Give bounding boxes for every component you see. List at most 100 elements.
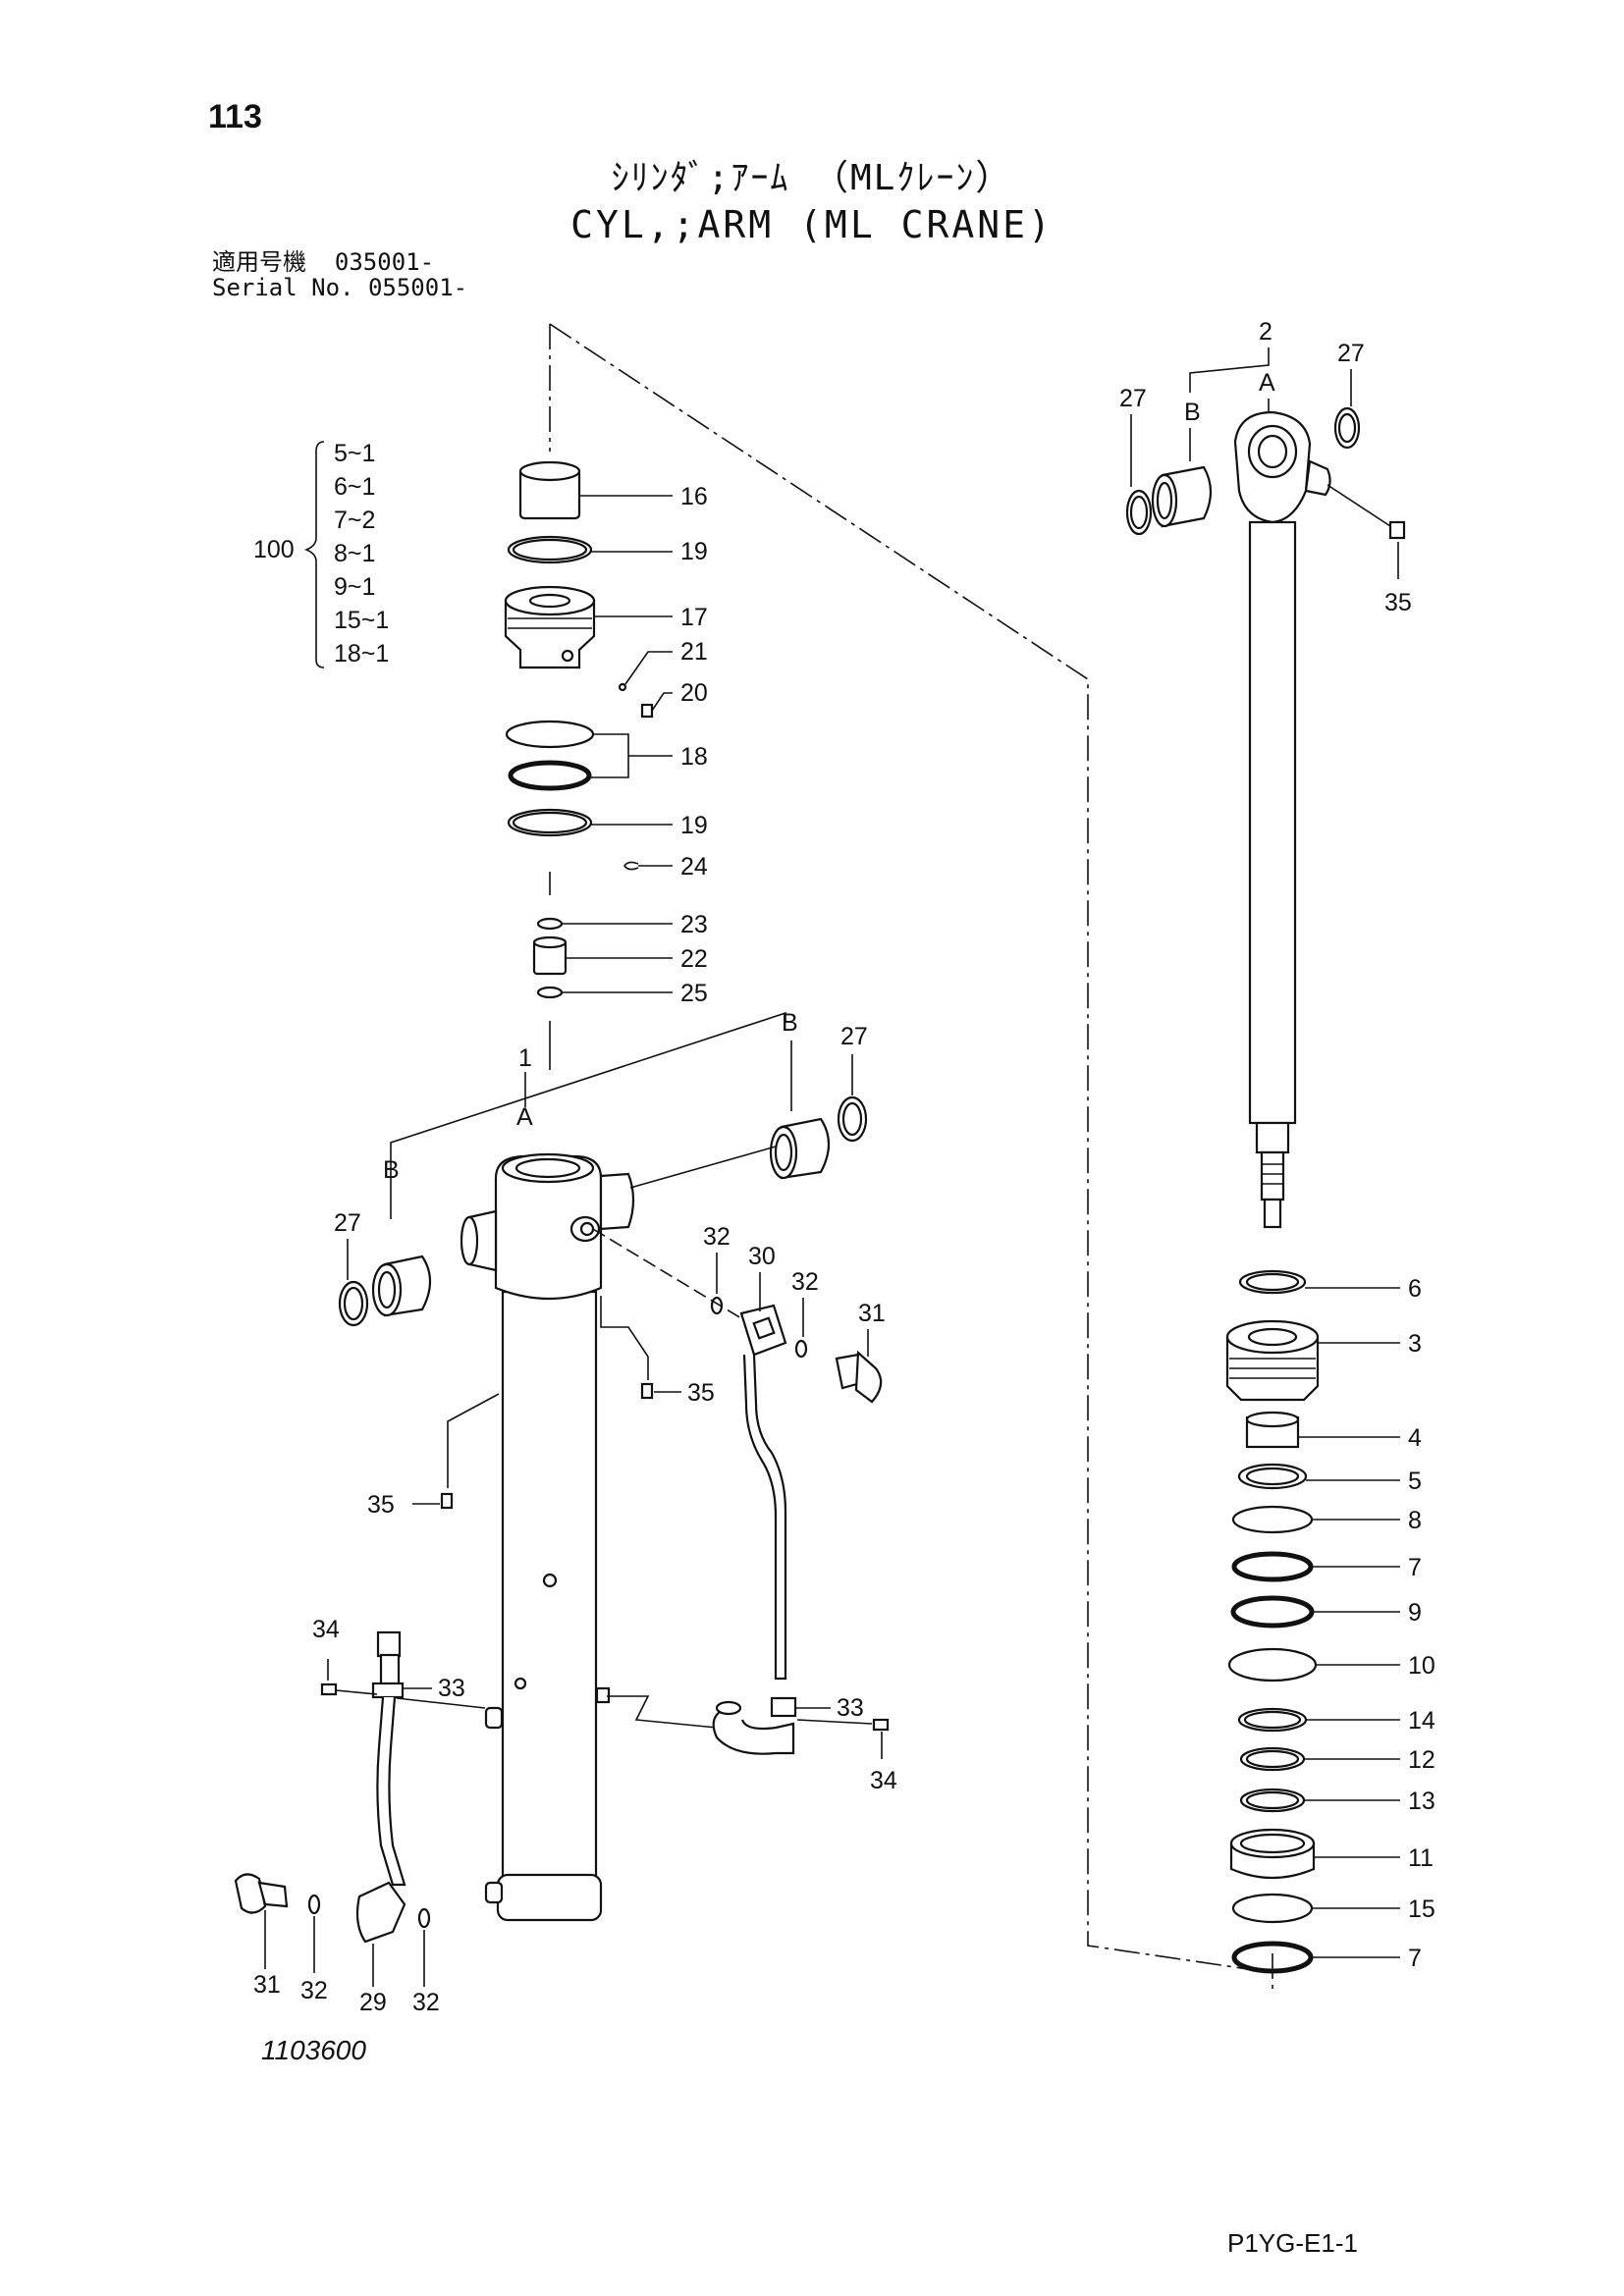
callout-7: 7 <box>1408 1945 1422 1972</box>
kit-item: 15~1 <box>334 607 389 634</box>
part-7-oring-lower <box>1231 1941 1400 1974</box>
label-b: B <box>782 1009 798 1037</box>
callout-23: 23 <box>680 911 708 938</box>
part-32-oring-b <box>794 1339 808 1359</box>
callout-15: 15 <box>1408 1896 1435 1923</box>
kit-item: 6~1 <box>334 473 375 501</box>
kit-item: 7~2 <box>334 507 375 534</box>
part-18-seal-set <box>505 720 673 791</box>
callout-31: 31 <box>253 1971 281 1999</box>
part-27-seal-top-right <box>1333 406 1361 450</box>
part-4-bushing <box>1245 1411 1400 1449</box>
callout-29: 29 <box>359 1989 387 2016</box>
callout-27: 27 <box>1119 385 1147 412</box>
callout-32: 32 <box>791 1268 819 1296</box>
part-12-ring <box>1239 1746 1400 1772</box>
part-35-fitting-top <box>1326 484 1406 579</box>
part-2-piston-rod <box>1233 410 1331 1229</box>
part-b-pin-left <box>371 1255 432 1317</box>
part-13-ring <box>1239 1788 1400 1813</box>
callout-18: 18 <box>680 743 708 771</box>
callout-20: 20 <box>680 679 708 707</box>
part-30-elbow <box>739 1304 787 1681</box>
callout-10: 10 <box>1408 1652 1435 1680</box>
part-9-ring <box>1230 1595 1400 1629</box>
callout-9: 9 <box>1408 1599 1422 1627</box>
part-23-washer <box>536 917 673 931</box>
part-34-screw-right <box>796 1718 890 1759</box>
part-35-screw-mid <box>600 1296 681 1400</box>
part-34-screw-left <box>320 1659 378 1696</box>
kit-number: 100 <box>253 536 295 563</box>
leader-2 <box>1189 347 1270 393</box>
part-31-plug-right <box>835 1350 883 1404</box>
part-25-washer <box>536 986 673 1070</box>
label-a: A <box>1259 369 1275 397</box>
callout-6: 6 <box>1408 1275 1422 1303</box>
part-14-ring <box>1237 1707 1400 1733</box>
callout-31: 31 <box>858 1300 886 1327</box>
callout-35: 35 <box>1384 589 1412 616</box>
part-22-collar <box>532 935 673 976</box>
part-20-screw <box>640 692 673 719</box>
callout-4: 4 <box>1408 1424 1422 1452</box>
kit-bracket-100: 100 5~1 6~1 7~2 8~1 9~1 15~1 18~1 <box>253 440 389 668</box>
callout-34: 34 <box>870 1767 897 1794</box>
part-32-oring-d <box>417 1907 431 1929</box>
part-7-oring-upper <box>1231 1551 1400 1582</box>
kit-item: 8~1 <box>334 540 375 567</box>
part-33-nut-right <box>712 1696 831 1755</box>
drawing-number: 1103600 <box>261 2035 366 2065</box>
callout-7: 7 <box>1408 1554 1422 1581</box>
serial-jp: 適用号機 035001- <box>212 248 435 276</box>
part-32-oring-c <box>307 1894 321 1915</box>
serial-block: 適用号機 035001-Serial No. 055001- <box>212 249 467 300</box>
pin-axis <box>629 1146 777 1189</box>
callout-27: 27 <box>1337 340 1365 367</box>
part-11-nut <box>1229 1828 1400 1880</box>
kit-item: 5~1 <box>334 440 375 467</box>
page-number: 113 <box>208 98 262 135</box>
title-english: CYL,;ARM (ML CRANE) <box>570 203 1054 246</box>
callout-25: 25 <box>680 980 708 1007</box>
callout-30: 30 <box>748 1243 776 1270</box>
callout-8: 8 <box>1408 1507 1422 1534</box>
callout-14: 14 <box>1408 1707 1435 1735</box>
part-b-pin-right <box>769 1117 831 1180</box>
callout-16: 16 <box>680 483 708 510</box>
part-8-ring <box>1231 1505 1400 1534</box>
part-27-seal-top-left <box>1125 489 1153 536</box>
callout-32: 32 <box>300 1977 328 2004</box>
label-b: B <box>383 1156 400 1184</box>
part-16-bushing <box>518 460 673 520</box>
part-21-ball <box>618 651 673 692</box>
part-32-oring-a <box>710 1296 724 1315</box>
callout-19: 19 <box>680 812 708 839</box>
callout-2: 2 <box>1259 318 1272 346</box>
part-19-ring-bottom <box>507 808 673 837</box>
callout-12: 12 <box>1408 1746 1435 1774</box>
callout-22: 22 <box>680 945 708 973</box>
label-a: A <box>516 1103 533 1131</box>
kit-item: 18~1 <box>334 640 389 667</box>
callout-32: 32 <box>412 1989 440 2016</box>
callout-34: 34 <box>312 1616 340 1643</box>
part-6-ring <box>1238 1269 1400 1295</box>
callout-19: 19 <box>680 538 708 565</box>
leader-b-bracket <box>390 1011 786 1219</box>
sheet-code: P1YG-E1-1 <box>1227 2228 1358 2258</box>
part-29-pipe-elbow <box>355 1696 486 1944</box>
part-33-nut-left <box>371 1630 432 1699</box>
part-3-rod-cover <box>1225 1319 1400 1402</box>
part-27-seal-left <box>338 1280 369 1327</box>
kit-item: 9~1 <box>334 573 375 601</box>
callout-33: 33 <box>438 1675 465 1702</box>
callout-17: 17 <box>680 604 708 631</box>
part-17-piston <box>504 585 673 669</box>
callout-1: 1 <box>518 1044 532 1072</box>
serial-en: Serial No. 055001- <box>212 274 468 301</box>
part-15-ring <box>1231 1893 1400 1924</box>
part-1-cylinder-tube <box>460 1152 718 1922</box>
part-24-clip <box>549 861 673 895</box>
